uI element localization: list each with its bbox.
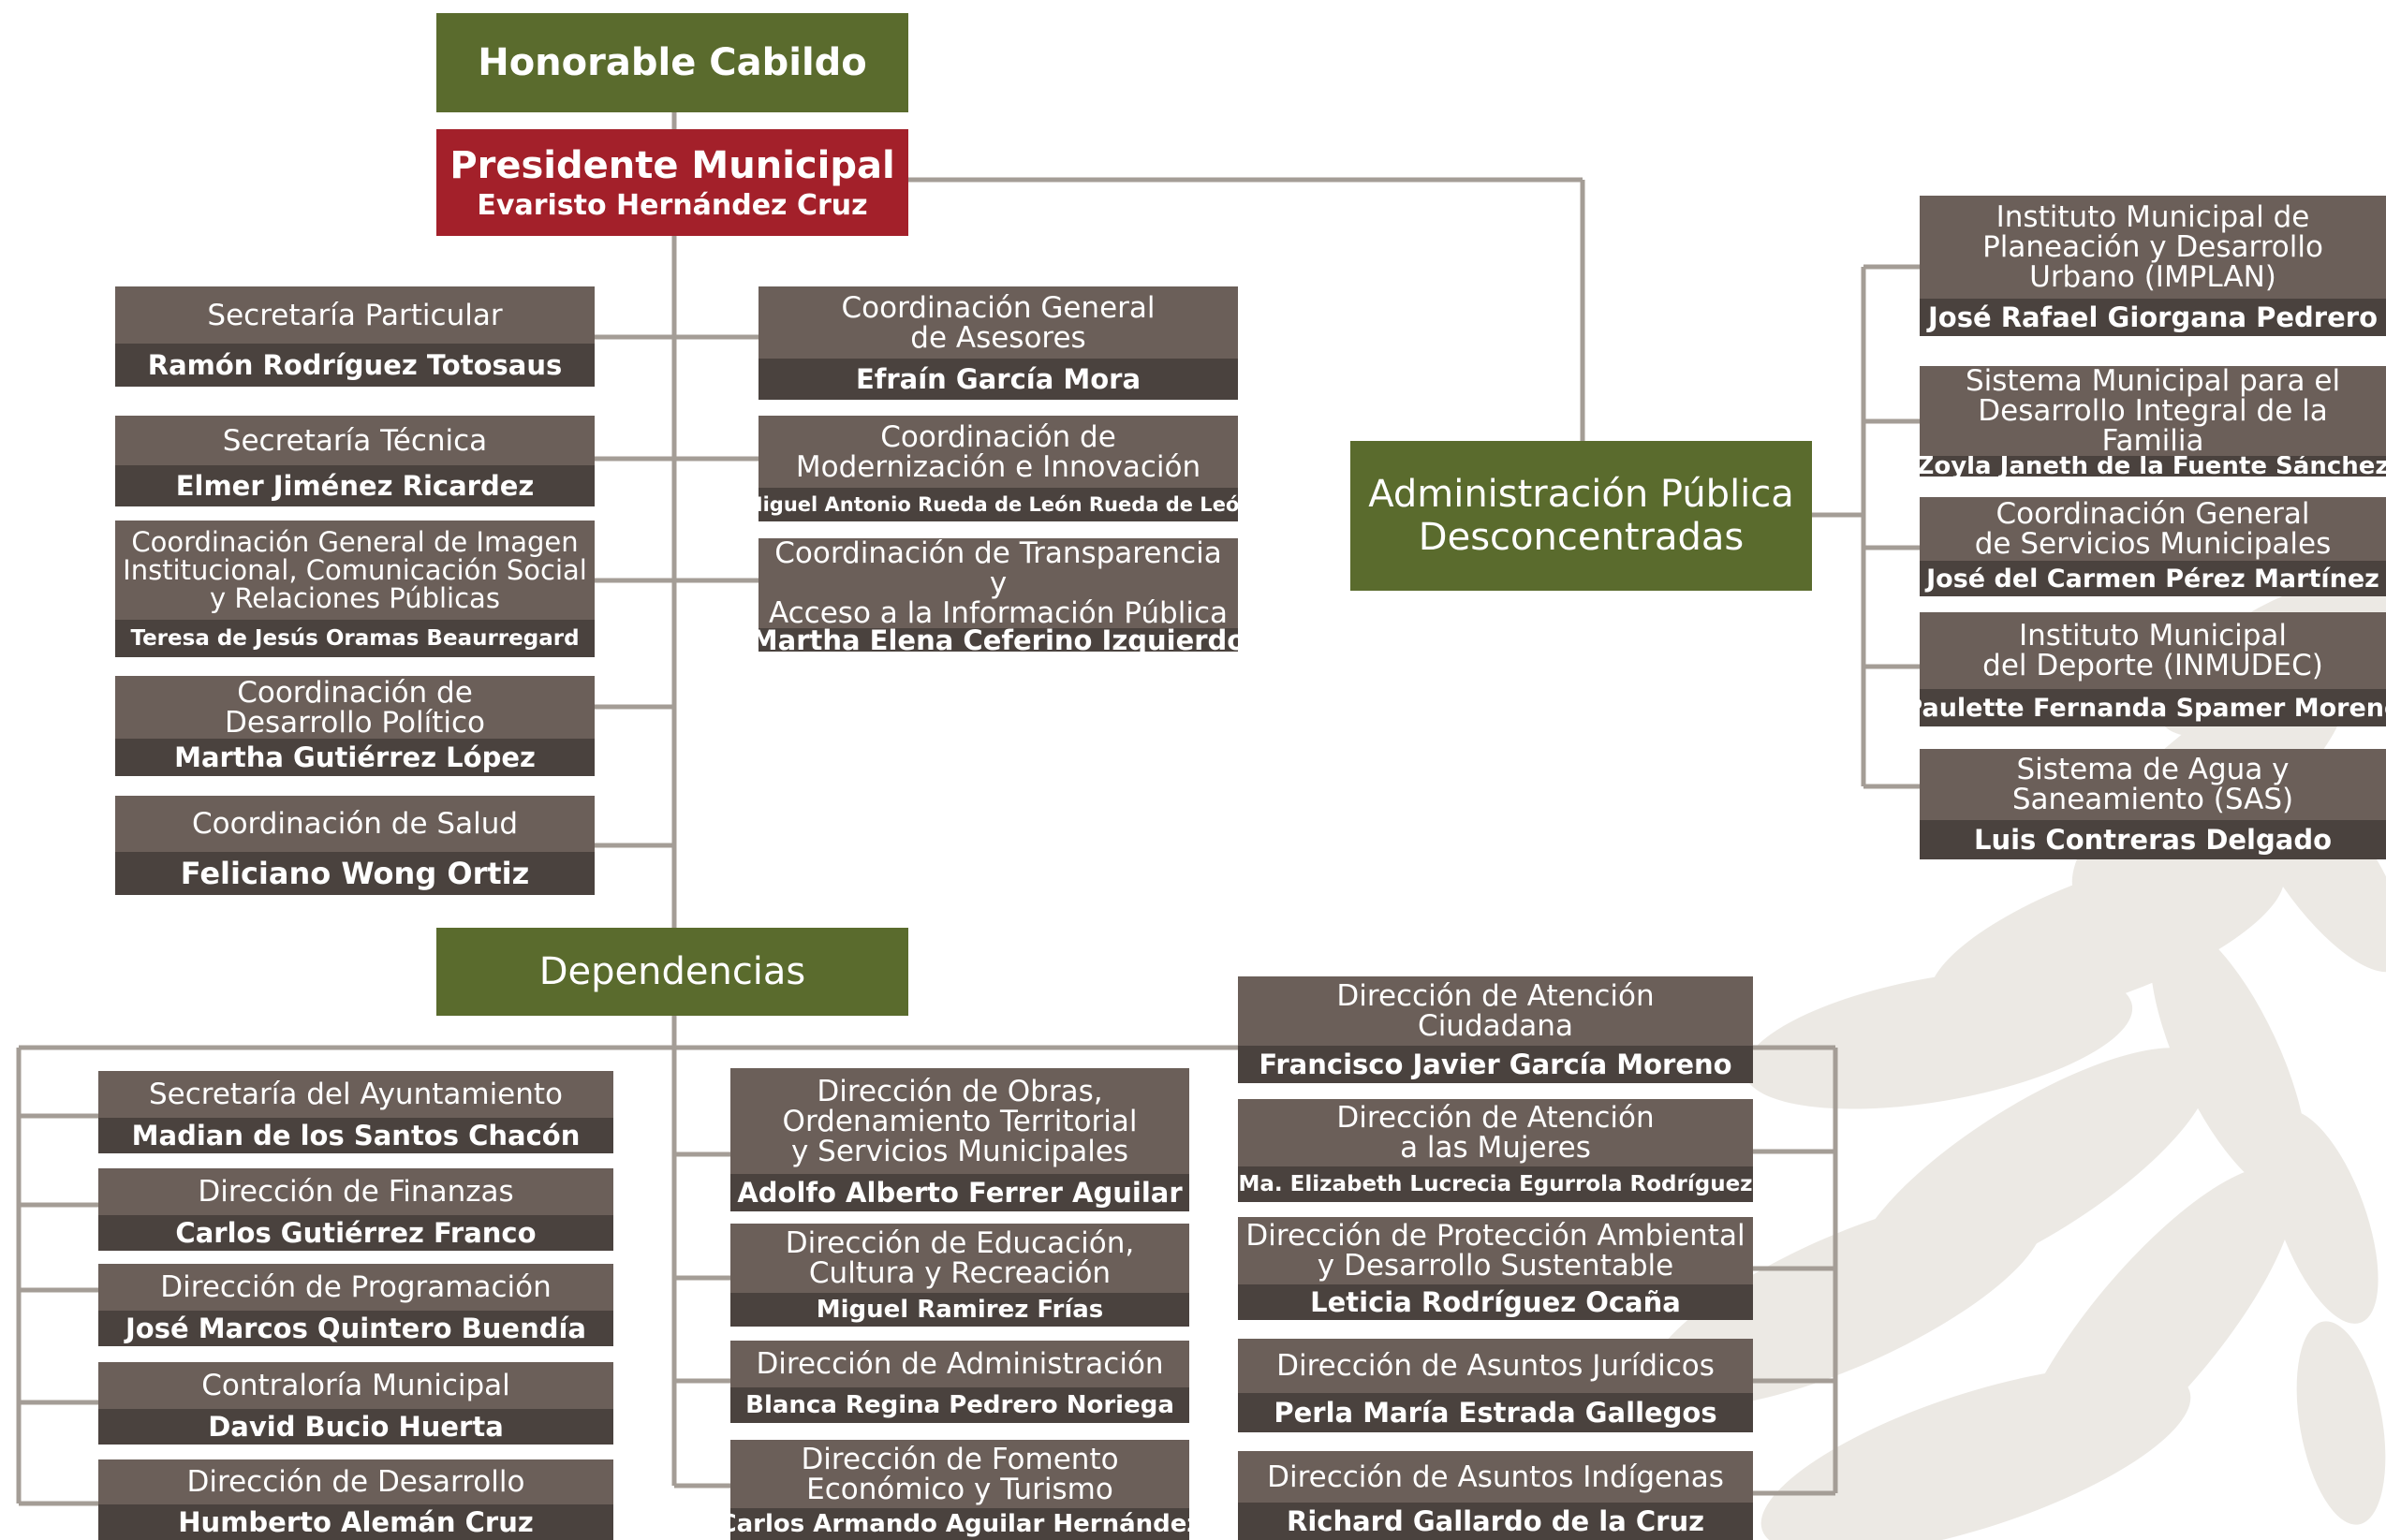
direccion-educacion-box: Dirección de Educación,Cultura y Recreac… (730, 1224, 1189, 1327)
unit-holder-name: Richard Gallardo de la Cruz (1238, 1503, 1753, 1540)
unit-holder-name: Carlos Gutiérrez Franco (98, 1215, 613, 1251)
unit-holder-name: Ma. Elizabeth Lucrecia Egurrola Rodrígue… (1238, 1166, 1753, 1202)
unit-holder-name: Miguel Ramirez Frías (730, 1293, 1189, 1327)
unit-holder-name: Leticia Rodríguez Ocaña (1238, 1284, 1753, 1320)
direccion-finanzas-box: Dirección de Finanzas Carlos Gutiérrez F… (98, 1168, 613, 1251)
unit-holder-name: José Rafael Giorgana Pedrero (1920, 299, 2386, 336)
secretaria-ayuntamiento-box: Secretaría del Ayuntamiento Madian de lo… (98, 1071, 613, 1153)
unit-holder-name: Humberto Alemán Cruz (98, 1504, 613, 1540)
unit-holder-name: Martha Gutiérrez López (115, 739, 595, 776)
dependencias-box: Dependencias (436, 928, 908, 1016)
unit-holder-name: Francisco Javier García Moreno (1238, 1046, 1753, 1083)
unit-holder-name: Zoyla Janeth de la Fuente Sánchez (1920, 456, 2386, 477)
unit-holder-name: José Marcos Quintero Buendía (98, 1311, 613, 1346)
unit-holder-name: Madian de los Santos Chacón (98, 1118, 613, 1153)
unit-holder-name: Elmer Jiménez Ricardez (115, 465, 595, 506)
unit-title: Contraloría Municipal (201, 1369, 510, 1402)
presidente-name: Evaristo Hernández Cruz (477, 188, 868, 222)
direccion-desarrollo-box: Dirección de Desarrollo Humberto Alemán … (98, 1459, 613, 1540)
secretaria-tecnica-box: Secretaría Técnica Elmer Jiménez Ricarde… (115, 416, 595, 506)
direccion-programacion-box: Dirección de Programación José Marcos Qu… (98, 1264, 613, 1346)
unit-title: Dirección de Finanzas (198, 1175, 514, 1209)
tree-leaf (1744, 969, 2133, 1109)
unit-holder-name: Perla María Estrada Gallegos (1238, 1393, 1753, 1432)
unit-title: Dirección de Asuntos Indígenas (1267, 1459, 1724, 1494)
unit-holder-name: David Bucio Huerta (98, 1409, 613, 1445)
unit-holder-name: Carlos Armando Aguilar Hernández (730, 1508, 1189, 1540)
tree-leaf (2150, 920, 2307, 1195)
unit-holder-name: Blanca Regina Pedrero Noriega (730, 1387, 1189, 1423)
unit-holder-name: Paulette Fernanda Spamer Moreno (1920, 689, 2386, 726)
honorable-cabildo-box: Honorable Cabildo (436, 13, 908, 112)
unit-title: Dirección de Administración (756, 1347, 1164, 1381)
presidente-title: Presidente Municipal (449, 143, 895, 187)
unit-title: Secretaría del Ayuntamiento (148, 1078, 564, 1111)
unit-holder-name: Martha Elena Ceferino Izquierdo (759, 628, 1238, 652)
unit-holder-name: Efraín García Mora (759, 359, 1238, 400)
direccion-asuntos-indigenas-box: Dirección de Asuntos Indígenas Richard G… (1238, 1451, 1753, 1540)
direccion-obras-box: Dirección de Obras,Ordenamiento Territor… (730, 1068, 1189, 1211)
unit-title: Secretaría Particular (207, 298, 503, 332)
direccion-asuntos-juridicos-box: Dirección de Asuntos Jurídicos Perla Mar… (1238, 1339, 1753, 1432)
tree-leaf (2296, 1321, 2386, 1525)
unit-holder-name: José del Carmen Pérez Martínez (1920, 561, 2386, 596)
unit-title: Dirección de Desarrollo (186, 1465, 525, 1499)
unit-holder-name: Miguel Antonio Rueda de León Rueda de Le… (759, 488, 1238, 521)
contraloria-municipal-box: Contraloría Municipal David Bucio Huerta (98, 1362, 613, 1445)
secretaria-particular-box: Secretaría Particular Ramón Rodríguez To… (115, 286, 595, 387)
unit-title: Secretaría Técnica (222, 423, 488, 458)
unit-title: Dirección de Programación (160, 1270, 552, 1304)
unit-holder-name: Ramón Rodríguez Totosaus (115, 344, 595, 387)
administracion-desconcentrada-box: Administración Pública Desconcentradas (1350, 441, 1812, 591)
tree-leaf (2266, 1110, 2379, 1324)
unit-holder-name: Feliciano Wong Ortiz (115, 852, 595, 895)
tree-leaf (1760, 1366, 2191, 1540)
coordinacion-salud-box: Coordinación de Salud Feliciano Wong Ort… (115, 796, 595, 895)
unit-title: Dirección de Educación,Cultura y Recreac… (785, 1226, 1135, 1290)
unit-holder-name: Teresa de Jesús Oramas Beaurregard (115, 620, 595, 657)
unit-title: Dirección de Asuntos Jurídicos (1276, 1349, 1715, 1383)
unit-holder-name: Luis Contreras Delgado (1920, 820, 2386, 859)
unit-title: Coordinación de Salud (191, 807, 519, 841)
honorable-cabildo-label: Honorable Cabildo (478, 41, 867, 84)
unit-title: Dirección de Obras,Ordenamiento Territor… (782, 1074, 1138, 1168)
direccion-administracion-box: Dirección de Administración Blanca Regin… (730, 1341, 1189, 1423)
unit-holder-name: Adolfo Alberto Ferrer Aguilar (730, 1174, 1189, 1211)
presidente-municipal-box: Presidente Municipal Evaristo Hernández … (436, 129, 908, 236)
